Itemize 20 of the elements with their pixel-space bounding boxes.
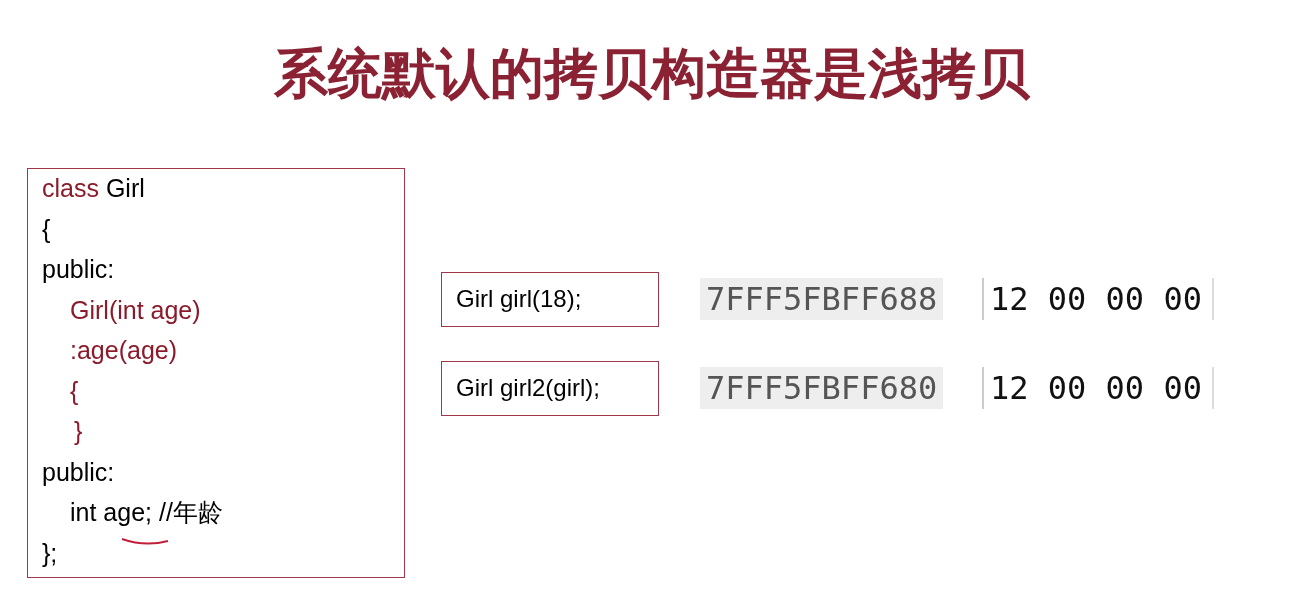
statement-box — [441, 272, 659, 327]
code-statement: Girl girl2(girl); — [456, 374, 600, 402]
code-line: class Girl — [42, 173, 145, 203]
code-line: } — [74, 416, 83, 446]
memory-bytes: 12 00 00 00 — [982, 367, 1214, 409]
statement-box — [441, 361, 659, 416]
memory-bytes: 12 00 00 00 — [982, 278, 1214, 320]
code-line: public: — [42, 254, 115, 284]
code-line: Girl(int age) — [70, 294, 201, 325]
code-line: }; — [42, 537, 58, 568]
code-line: { — [70, 375, 79, 406]
code-line: :age(age) — [70, 335, 178, 365]
memory-address: 7FFF5FBFF688 — [700, 278, 944, 320]
code-line: public: — [42, 456, 115, 487]
code-box — [27, 168, 405, 578]
code-statement: Girl girl(18); — [456, 285, 582, 313]
slide-title: 系统默认的拷贝构造器是浅拷贝 — [274, 41, 1030, 107]
code-line: { — [42, 213, 51, 244]
code-line: int age; //年龄 — [70, 497, 223, 527]
memory-address: 7FFF5FBFF680 — [700, 367, 944, 409]
